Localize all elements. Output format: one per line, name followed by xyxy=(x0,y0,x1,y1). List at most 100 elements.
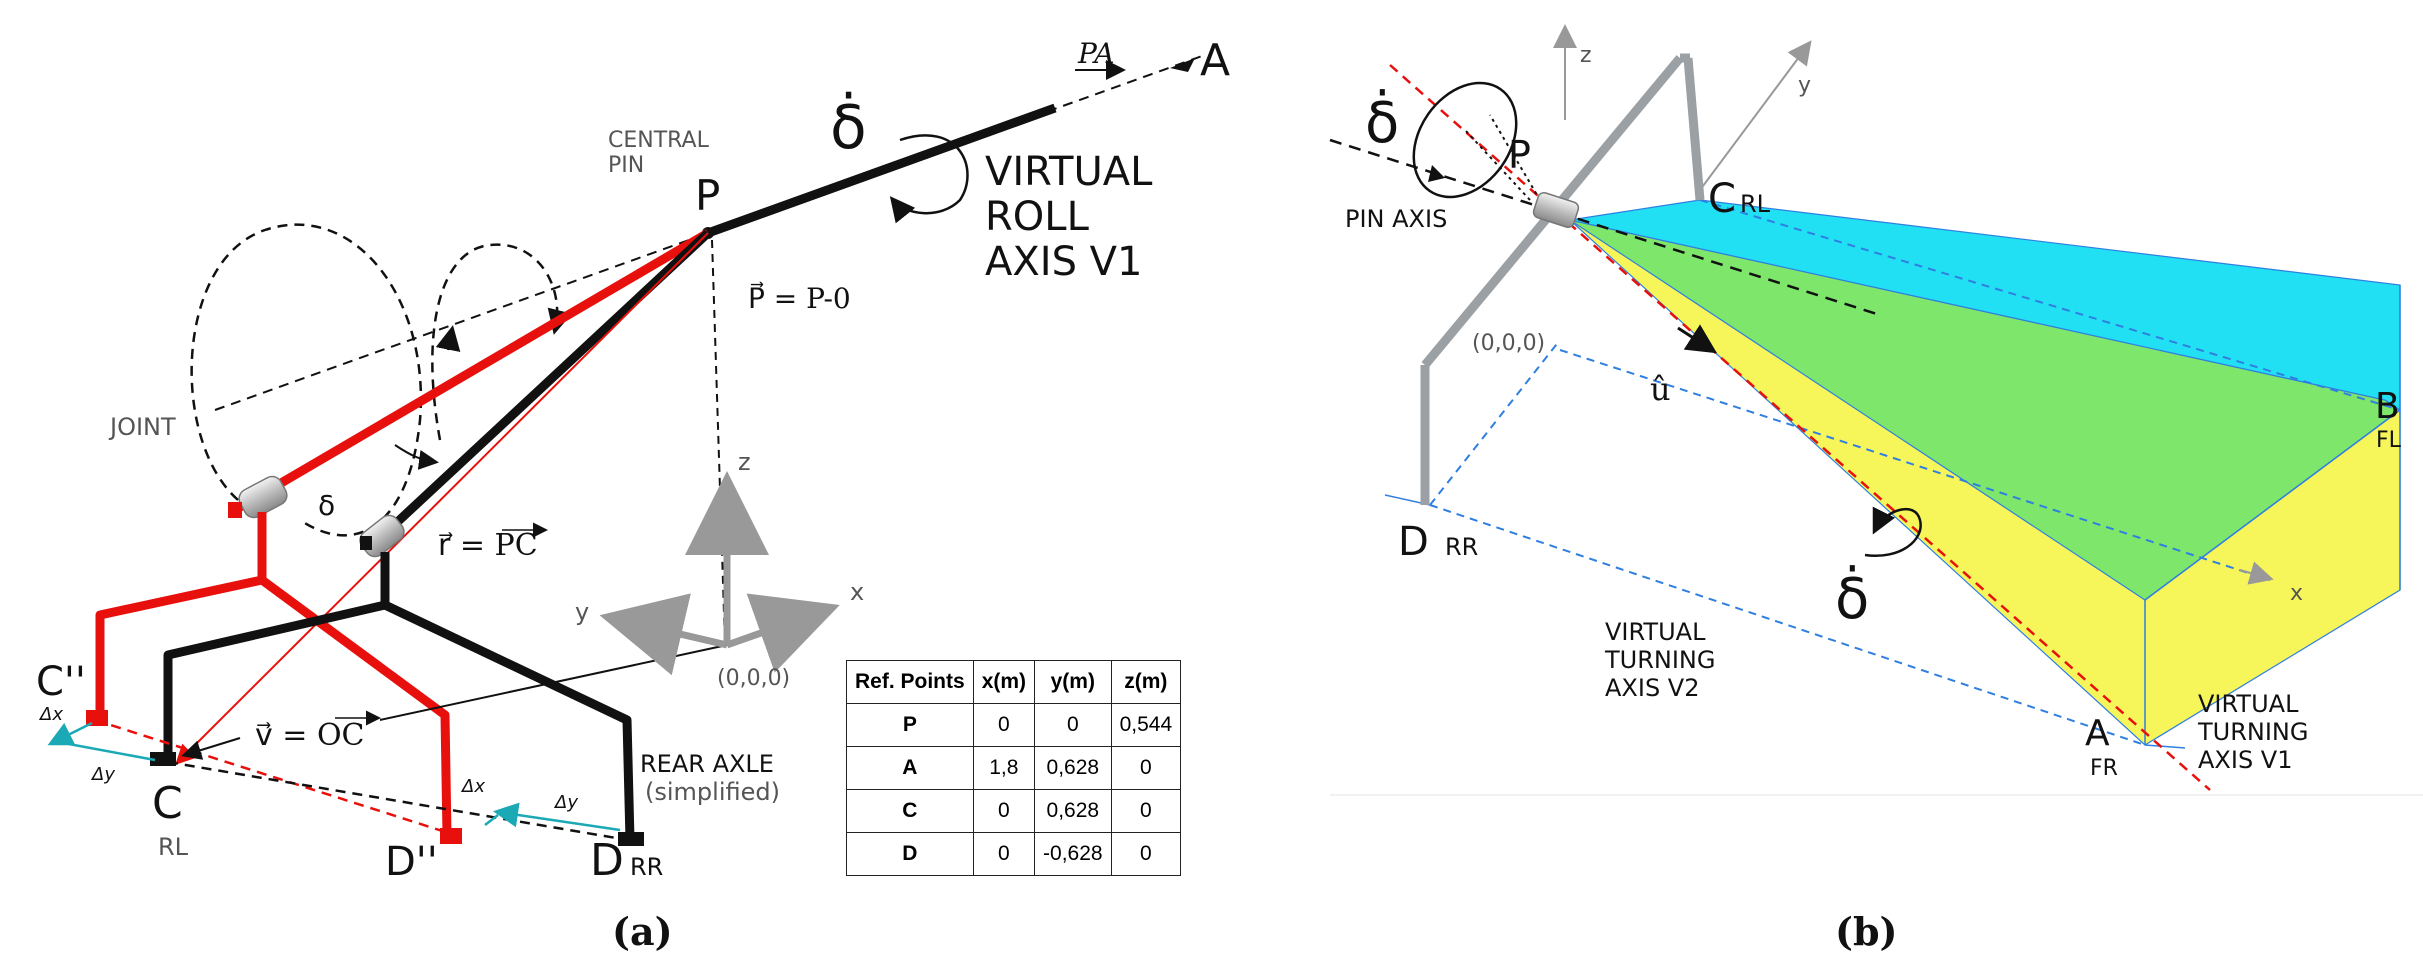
p-dotted-1 xyxy=(1489,114,1541,201)
table-row: D 0 -0,628 0 xyxy=(846,832,1182,876)
vta-v1-l3: AXIS V1 xyxy=(2198,746,2293,774)
p-equation: P⃗ = P-0 xyxy=(748,281,851,315)
vta-v2-l2: TURNING xyxy=(1604,646,1715,674)
delta-arc xyxy=(394,444,439,470)
teal-dy-arrow-left xyxy=(57,740,156,762)
virtual-roll-axis-l1: VIRTUAL xyxy=(985,149,1153,195)
y-axis xyxy=(599,593,728,676)
b-a-label: A xyxy=(2085,713,2110,754)
table-header: Ref. Points xyxy=(846,660,974,704)
box-edge-top xyxy=(2144,409,2401,601)
table-cell: A xyxy=(846,746,974,790)
roll-rotation-arrow xyxy=(889,134,969,224)
r-vector xyxy=(175,232,709,765)
y-label: y xyxy=(575,598,589,626)
pa-label: PA xyxy=(1077,37,1115,70)
p-dotted-2 xyxy=(1464,129,1531,201)
black-d-wheel xyxy=(618,832,644,846)
d-double-prime-label: D'' xyxy=(385,839,438,885)
delta-dot-a: δ̇ xyxy=(830,91,867,163)
table-cell: P xyxy=(846,703,974,747)
dx-left-label: Δx xyxy=(38,704,63,725)
simplified-label: (simplified) xyxy=(645,778,780,806)
caption-a: (a) xyxy=(612,909,673,954)
bottom-rotation-arrow xyxy=(1864,506,1922,558)
joint-ellipse-small xyxy=(431,243,572,441)
table-cell: 0,628 xyxy=(1034,789,1112,833)
vta-v1-l1: VIRTUAL xyxy=(2198,690,2299,718)
b-rl-label: RL xyxy=(1740,190,1771,218)
table-header: y(m) xyxy=(1034,660,1112,704)
table-cell: 0 xyxy=(972,789,1036,833)
table-cell: 0,544 xyxy=(1110,703,1182,747)
teal-dy-arrow-right xyxy=(493,802,621,832)
blue-solid-a-right xyxy=(2144,744,2186,749)
b-b-label: B xyxy=(2375,386,2400,427)
b-c-label: C xyxy=(1708,176,1736,222)
pin-rotation-arrowhead xyxy=(1428,165,1445,182)
v-equation: v⃗ = OC xyxy=(255,718,365,753)
central-pin-l2: PIN xyxy=(608,153,644,178)
table-row: C 0 0,628 0 xyxy=(846,789,1182,833)
red-joint-cylinder xyxy=(238,475,288,519)
v-vector-pointer xyxy=(181,737,241,760)
x-label: x xyxy=(850,578,864,606)
b-z-label: z xyxy=(1580,43,1592,68)
p-vertical-dashed xyxy=(711,239,726,646)
b-delta-dot-top: δ̇ xyxy=(1365,89,1399,156)
dx-right-label: Δx xyxy=(460,776,485,797)
black-axle-frame xyxy=(163,552,390,755)
vta-v1-l2: TURNING xyxy=(2197,718,2308,746)
teal-dx-arrow-left xyxy=(47,721,93,746)
point-a-marker xyxy=(1170,58,1195,72)
pin-axis-dashed xyxy=(1329,138,1881,317)
virtual-roll-axis-l2: ROLL xyxy=(985,194,1090,240)
table-cell: 0 xyxy=(1110,832,1182,876)
joint-arrow-tick xyxy=(435,325,461,353)
table-header: z(m) xyxy=(1110,660,1182,704)
black-axle-diagonal xyxy=(383,600,635,841)
black-joint-cap xyxy=(360,536,372,550)
u-hat-arrow xyxy=(1677,324,1718,354)
b-x-axis xyxy=(2239,561,2274,585)
joint-label: JOINT xyxy=(108,413,176,441)
delta-label: δ xyxy=(318,489,335,522)
dy-right-label: Δy xyxy=(553,792,578,813)
blue-dashed-origin-b xyxy=(1559,349,2271,581)
caption-b: (b) xyxy=(1835,909,1898,954)
c-double-prime-label: C'' xyxy=(36,659,86,705)
table-header: x(m) xyxy=(972,660,1036,704)
red-axle-diagonal xyxy=(259,576,452,836)
table-cell: 0 xyxy=(1110,789,1182,833)
u-hat-label: û xyxy=(1650,370,1671,408)
table-header-row: Ref. Points x(m) y(m) z(m) xyxy=(846,660,1182,704)
black-dashed-cd xyxy=(167,760,629,842)
rr-label: RR xyxy=(630,853,663,881)
table-row: A 1,8 0,628 0 xyxy=(846,746,1182,790)
table-row: P 0 0 0,544 xyxy=(846,703,1182,747)
table-cell: 0,628 xyxy=(1034,746,1112,790)
ref-points-table: Ref. Points x(m) y(m) z(m) P 0 0 0,544 A… xyxy=(846,660,1182,876)
rl-label: RL xyxy=(158,833,189,861)
table-cell: -0,628 xyxy=(1034,832,1112,876)
table-cell: 0 xyxy=(1110,746,1182,790)
point-p-label: P xyxy=(695,171,720,220)
rear-axle-label: REAR AXLE xyxy=(640,750,774,778)
pin-axis-label: PIN AXIS xyxy=(1345,205,1447,233)
central-pin-l1: CENTRAL xyxy=(608,128,710,153)
red-axle-frame xyxy=(95,512,267,720)
point-d-label: D xyxy=(590,835,624,886)
black-arm xyxy=(374,229,712,544)
panel-a: PA A δ̇ VIRTUAL ROLL AXIS V1 CENTRAL PIN… xyxy=(36,35,1230,954)
b-origin-label: (0,0,0) xyxy=(1472,331,1545,356)
point-a-label: A xyxy=(1200,35,1230,86)
roll-axis-solid xyxy=(706,103,1057,238)
table-cell: D xyxy=(846,832,974,876)
dy-left-label: Δy xyxy=(90,764,115,785)
pole-right xyxy=(1683,57,1705,201)
table-cell: 0 xyxy=(1034,703,1112,747)
panel-b: z y x δ̇ δ̇ û P C RL PIN AXIS (0,0,0) B xyxy=(1329,24,2423,954)
vta-v2-l3: AXIS V2 xyxy=(1605,674,1700,702)
b-x-label: x xyxy=(2290,581,2303,606)
b-rr-label: RR xyxy=(1445,533,1478,561)
